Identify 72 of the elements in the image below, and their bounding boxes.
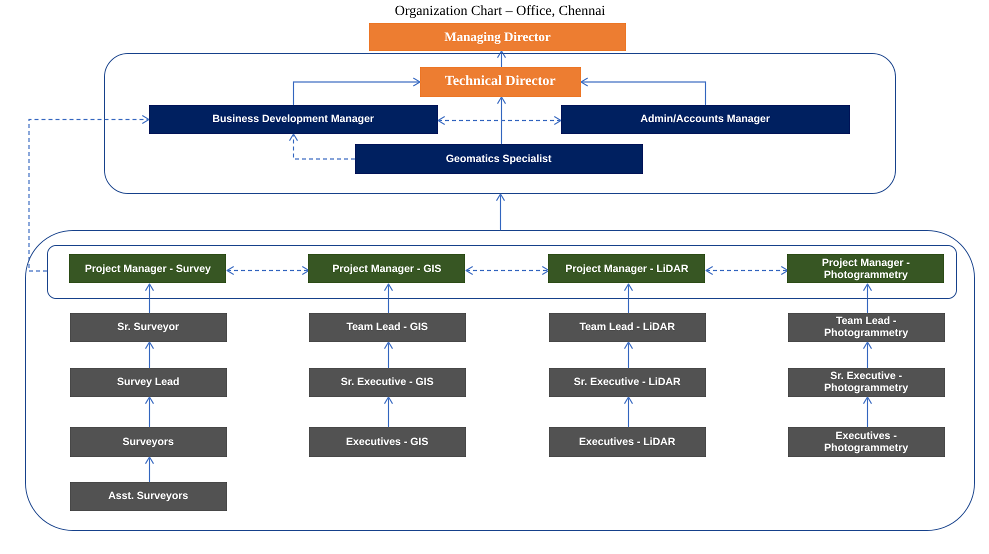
arrow (144, 341, 154, 368)
arrow (292, 77, 421, 105)
position-box (560, 104, 850, 134)
position-title: Project Manager - Photogrammetry (820, 256, 911, 281)
position-title: Asst. Surveyors (108, 490, 188, 502)
arrow (384, 283, 394, 313)
position-box (308, 426, 466, 457)
position-box (308, 254, 466, 284)
dashed-arrow (28, 114, 150, 272)
position-title: Executives - Photogrammetry (823, 430, 910, 454)
group-frame (46, 244, 957, 299)
arrow (862, 341, 872, 368)
position-box (548, 368, 706, 397)
position-box (70, 312, 227, 342)
position-title: Team Lead - Photogrammetry (823, 315, 910, 340)
arrow (580, 77, 706, 105)
arrow (496, 96, 506, 144)
arrow (384, 396, 394, 427)
position-box (308, 312, 466, 342)
position-box (308, 368, 466, 397)
position-box (787, 254, 944, 284)
arrow (624, 341, 634, 368)
arrow (624, 283, 634, 313)
dashed-double-headed-arrow (226, 266, 310, 276)
position-title: Sr. Executive - Photogrammetry (823, 370, 910, 394)
position-title: Geomatics Specialist (446, 152, 552, 165)
position-box (548, 426, 706, 457)
chart-title: Organization Chart – Office, Chennai (394, 3, 606, 20)
arrow (144, 456, 154, 482)
arrow (144, 283, 154, 313)
arrow (496, 193, 506, 230)
dashed-arrow (288, 133, 355, 160)
position-box (369, 23, 626, 51)
position-box (788, 368, 945, 397)
dashed-double-headed-arrow (437, 116, 562, 126)
position-box (70, 368, 227, 397)
position-title: Admin/Accounts Manager (640, 113, 770, 126)
arrow (862, 396, 872, 427)
position-title: Sr. Executive - GIS (340, 376, 434, 388)
position-title: Project Manager - LiDAR (565, 262, 688, 275)
position-title: Managing Director (444, 29, 551, 45)
position-title: Team Lead - GIS (346, 321, 428, 334)
dashed-double-headed-arrow (465, 266, 550, 276)
position-title: Surveyors (122, 436, 174, 448)
arrow (624, 396, 634, 427)
position-title: Project Manager - Survey (84, 262, 211, 275)
position-box (788, 426, 945, 457)
position-title: Executives - GIS (346, 436, 428, 448)
position-box (148, 104, 438, 134)
position-box (354, 144, 643, 174)
arrow (862, 283, 872, 313)
position-title: Executives - LiDAR (579, 436, 676, 448)
position-box (548, 254, 706, 284)
position-box (70, 426, 227, 457)
group-frame (25, 230, 975, 531)
position-title: Sr. Executive - LiDAR (574, 376, 681, 388)
position-title: Survey Lead (116, 376, 180, 388)
position-title: Team Lead - LiDAR (579, 321, 675, 334)
position-title: Technical Director (444, 74, 556, 90)
position-box (69, 254, 226, 284)
group-frame (104, 53, 896, 194)
position-title: Sr. Surveyor (117, 321, 180, 334)
arrow (496, 50, 506, 67)
position-box (548, 312, 706, 342)
position-box (420, 66, 581, 97)
arrow (144, 396, 154, 427)
position-box (70, 482, 227, 511)
arrow (384, 341, 394, 368)
dashed-double-headed-arrow (705, 266, 789, 276)
position-title: Project Manager - GIS (332, 262, 442, 275)
position-title: Business Development Manager (212, 113, 374, 126)
position-box (788, 312, 945, 342)
